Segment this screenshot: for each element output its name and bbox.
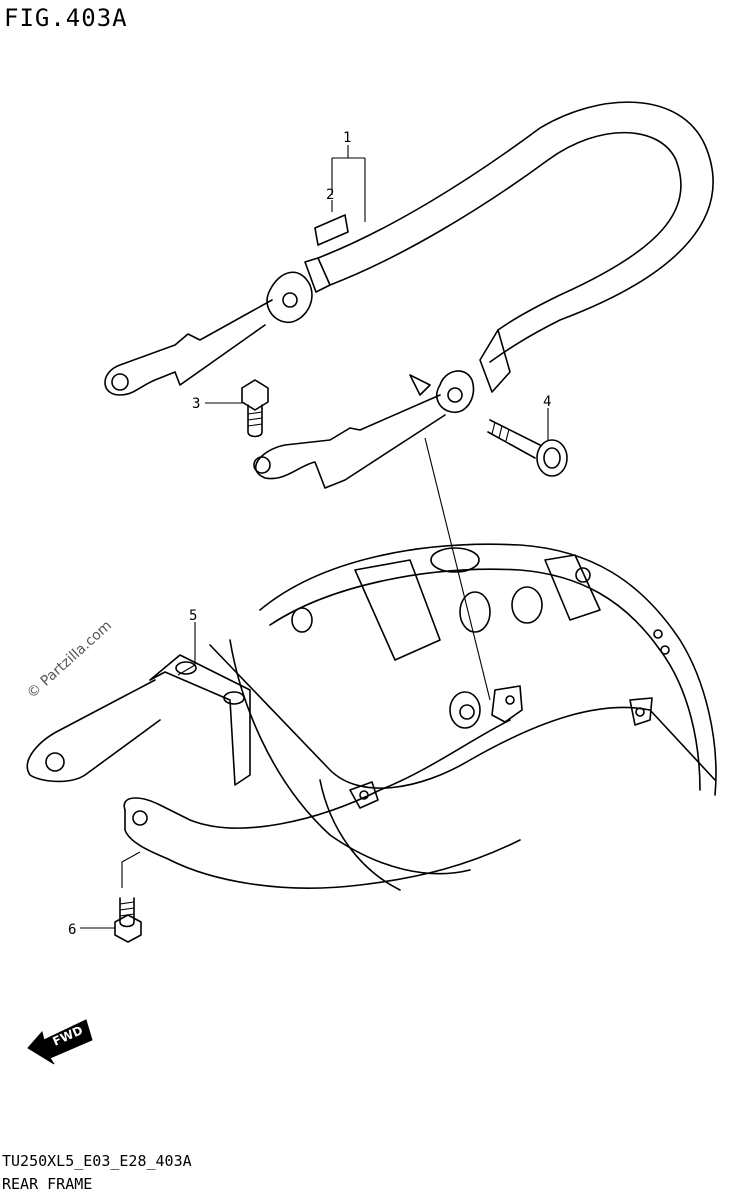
callout-1: 1	[343, 130, 351, 146]
bolt-4[interactable]	[487, 419, 568, 477]
assembly-line	[424, 437, 491, 701]
callout-4: 4	[543, 394, 551, 410]
callout-5: 5	[189, 608, 197, 624]
bolt-6[interactable]	[114, 897, 142, 943]
grab-rail[interactable]	[104, 101, 714, 489]
fwd-arrow-icon: FWD	[27, 1019, 93, 1065]
callout-3: 3	[192, 396, 200, 412]
label-plate[interactable]	[314, 214, 349, 246]
callout-2: 2	[326, 187, 334, 203]
callout-6: 6	[68, 922, 76, 938]
callout-leaders	[80, 145, 549, 929]
rear-frame[interactable]	[26, 543, 717, 891]
bolt-3[interactable]	[241, 379, 269, 438]
figure-code: TU250XL5_E03_E28_403A	[2, 1152, 192, 1170]
figure-title: FIG.403A	[4, 4, 128, 32]
figure-name: REAR FRAME	[2, 1175, 93, 1193]
